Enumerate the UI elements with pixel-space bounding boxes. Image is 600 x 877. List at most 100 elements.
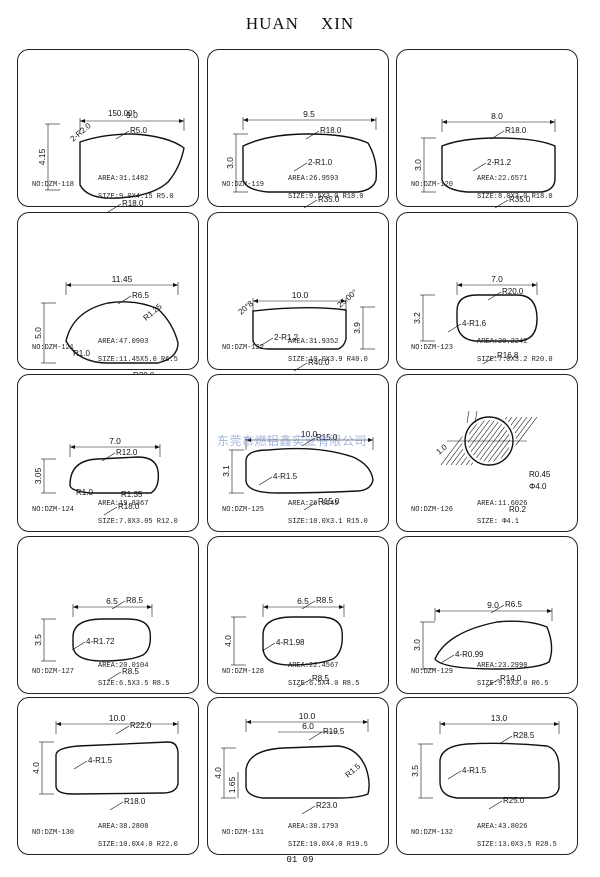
radius-label: R6.5	[505, 600, 522, 609]
radius-label: R25.0	[503, 796, 525, 805]
radius-callout: R15.0	[301, 433, 338, 447]
radius-label: R1.35	[121, 490, 143, 499]
radius-label: R1.5	[344, 761, 363, 779]
height-value: 4.0	[223, 635, 233, 647]
radius-callout: R1.35	[121, 490, 143, 499]
height-dimension: 5.0	[33, 302, 56, 364]
area-value: AREA:26.9593	[288, 175, 338, 183]
radius-label: R20.0	[502, 287, 524, 296]
height-dimension: 3.1	[221, 449, 244, 494]
radius-callout: R14.0	[485, 674, 522, 688]
width-value: 7.0	[109, 436, 121, 446]
height-dimension: 3.0	[225, 133, 248, 193]
radius-label: R8.5	[312, 674, 329, 683]
size-value: SIZE:9.0X4.15 R5.0	[98, 193, 174, 201]
width-dimension: 7.0	[456, 274, 538, 295]
profile-drawing: 9.53.0R18.02-R1.0R35.0NO:DZM-119AREA:26.…	[222, 109, 378, 209]
width-dimension: 6.5	[72, 596, 153, 617]
radius-label: R18.0	[122, 199, 144, 208]
size-value: SIZE:7.0X3.2 R20.0	[477, 356, 553, 364]
radius-callout: R0.2	[509, 505, 526, 514]
radius-label: R22.0	[130, 721, 152, 730]
profile-drawing: 7.0 3.2 R20.0 4-R1.6R16.8NO:DZM-123AREA:20.…	[411, 274, 553, 365]
height-value: 4.0	[31, 762, 41, 774]
area-value: AREA:19.8367	[98, 500, 148, 508]
width-dimension: 13.0	[439, 713, 560, 734]
width-dimension: 9.5	[242, 109, 377, 130]
width-value: 9.5	[303, 109, 315, 119]
width-value: 10.0	[301, 429, 318, 439]
part-number: NO:DZM-131	[222, 829, 264, 837]
radius-callout: R18.0	[107, 199, 144, 213]
profile-card: 11.455.0R6.5R1.0R1.25R30.0NO:DZM-121AREA…	[17, 212, 199, 385]
width-dimension: 10.0	[245, 711, 369, 732]
radius-callout: R25.0	[488, 796, 525, 810]
radius-callout: R8.5	[297, 674, 329, 688]
profile-drawing: 6.54.0R8.54-R1.98R8.5NO:DZM-128AREA:22.4…	[222, 596, 359, 688]
height-value: 3.05	[33, 467, 43, 484]
area-value: AREA:22.6571	[477, 175, 527, 183]
radius-callout: R15.0	[303, 497, 340, 511]
radius-callout: 4-R1.98	[261, 638, 305, 652]
radius-callout: 4-R1.5	[258, 472, 298, 486]
radius-label: R15.0	[316, 433, 338, 442]
part-number: NO:DZM-126	[411, 506, 453, 514]
part-number: NO:DZM-123	[411, 344, 453, 352]
radius-callout: R16.8	[482, 351, 519, 365]
side-height-dimension: 1.65	[227, 772, 239, 798]
profile-outline	[245, 745, 370, 799]
radius-label: R1.0	[76, 488, 93, 497]
radius-callout: R40.0	[293, 358, 330, 372]
profile-drawing: 13.03.5R28.54-R1.5R25.0NO:DZM-132AREA:43…	[410, 713, 560, 849]
radius-label: 1.0	[435, 442, 450, 456]
profile-outline	[242, 133, 378, 193]
width-dimension: 10.0	[252, 290, 347, 311]
profile-outline	[55, 741, 179, 795]
brand-name-right: XIN	[320, 14, 355, 33]
radius-callout: 4-R1.5	[447, 766, 487, 780]
height-value: 3.5	[410, 765, 420, 777]
height-dimension: 3.0	[413, 137, 436, 193]
height-dimension: 3.0	[412, 621, 435, 670]
profile-outline	[456, 294, 538, 342]
part-number: NO:DZM-129	[411, 668, 453, 676]
radius-callout: R8.5	[301, 596, 333, 610]
profile-drawing: 9.04.15R5.02-R2.0150.00°R18.0NO:DZM-118A…	[32, 109, 185, 213]
width-dimension: 7.0	[69, 436, 161, 457]
radius-callout: R28.5	[498, 731, 535, 745]
size-value: SIZE:7.0X3.05 R12.0	[98, 518, 178, 526]
svg-text:1.65: 1.65	[227, 776, 237, 793]
size-value: SIZE:10.0X4.0 R19.5	[288, 841, 368, 849]
radius-label: 4-R1.72	[86, 637, 115, 646]
page-number: 01 09	[286, 855, 314, 865]
radius-label: R8.5	[316, 596, 333, 605]
height-value: 3.2	[412, 312, 422, 324]
radius-callout: 4-R1.72	[71, 637, 115, 651]
radius-label: R23.0	[316, 801, 338, 810]
radius-callout: 4-R1.6	[447, 319, 487, 333]
area-value: AREA:38.2808	[98, 823, 148, 831]
radius-label: R15.0	[318, 497, 340, 506]
radius-callout: R0.45	[529, 470, 551, 479]
profile-drawing: 8.03.0R18.02-R1.2R35.0NO:DZM-120AREA:22.…	[411, 111, 556, 209]
radius-label: R19.5	[323, 727, 345, 736]
height-dimension: 4.0	[213, 747, 236, 799]
radius-callout: R1.0	[73, 349, 90, 358]
height-value: 3.9	[352, 322, 362, 334]
radius-callout: 4-R1.5	[73, 756, 113, 770]
height-value: 3.0	[225, 157, 235, 169]
radius-callout: 2-R1.2	[472, 158, 512, 172]
profile-outline	[69, 456, 160, 494]
